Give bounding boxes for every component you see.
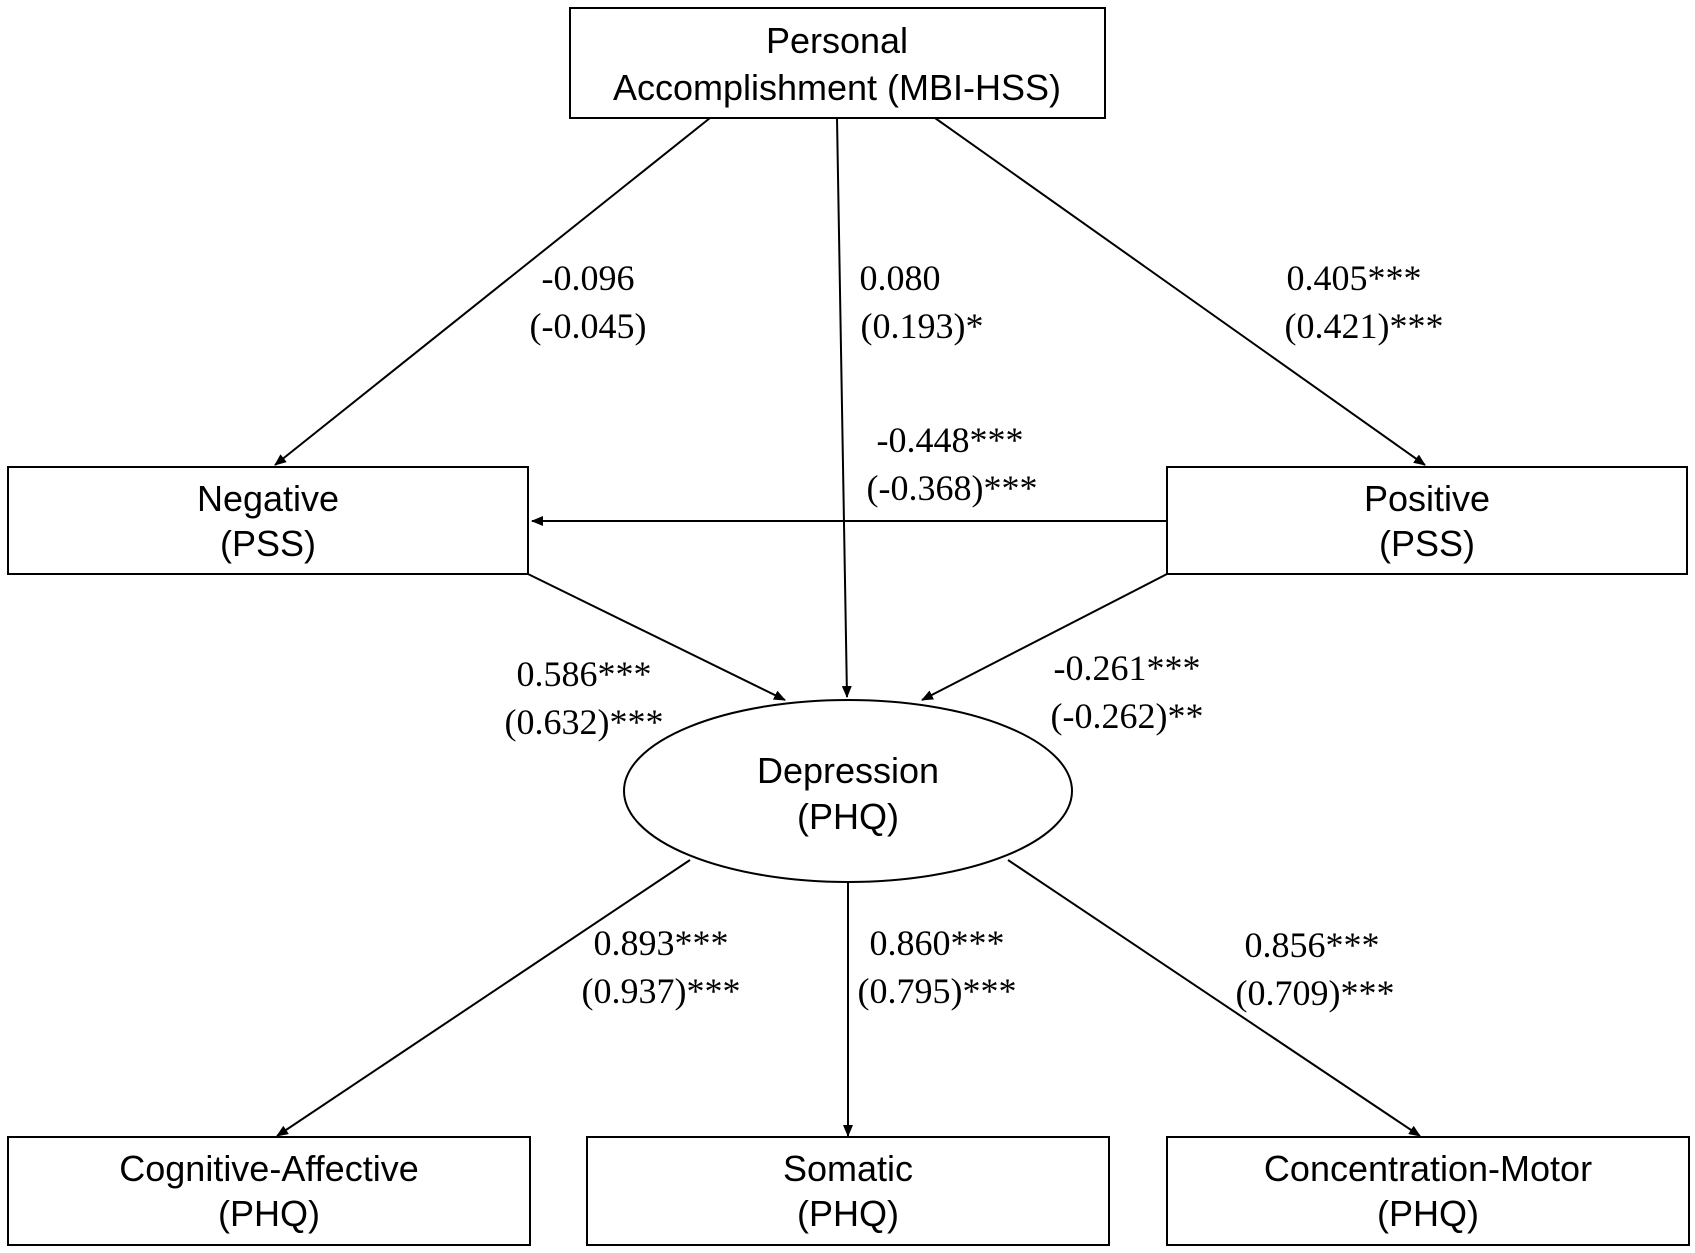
arrow-negative-to-depression bbox=[527, 573, 786, 701]
node-somatic: Somatic (PHQ) bbox=[586, 1136, 1110, 1246]
coef-line1: 0.860*** bbox=[870, 923, 1005, 963]
node-negative: Negative (PSS) bbox=[7, 466, 529, 575]
node-label-line2: (PHQ) bbox=[1377, 1193, 1479, 1234]
node-cognitive-affective: Cognitive-Affective (PHQ) bbox=[7, 1136, 531, 1246]
arrow-depression-to-concentration bbox=[1007, 859, 1421, 1137]
coef-line1: -0.448*** bbox=[877, 420, 1024, 460]
arrow-pa-to-negative bbox=[274, 117, 711, 466]
node-concentration-motor: Concentration-Motor (PHQ) bbox=[1166, 1136, 1690, 1246]
node-depression: Depression (PHQ) bbox=[623, 699, 1073, 883]
arrow-depression-to-cognitive bbox=[276, 859, 691, 1137]
coef-line1: 0.893*** bbox=[594, 923, 729, 963]
node-label-line1: Somatic bbox=[783, 1148, 913, 1189]
node-label-line1: Negative bbox=[197, 478, 339, 519]
coef-pa-to-depression: 0.080 (0.193)* bbox=[860, 258, 984, 346]
coef-line2: (-0.045) bbox=[530, 306, 647, 346]
coef-line2: (-0.368)*** bbox=[867, 468, 1038, 508]
node-label-line2: (PHQ) bbox=[218, 1193, 320, 1234]
node-label-line1: Positive bbox=[1364, 478, 1490, 519]
coef-depression-to-cognitive: 0.893*** (0.937)*** bbox=[582, 923, 741, 1011]
coef-line2: (-0.262)** bbox=[1051, 696, 1204, 736]
coef-line1: -0.096 bbox=[542, 258, 635, 298]
node-positive: Positive (PSS) bbox=[1166, 466, 1688, 575]
arrow-pa-to-depression bbox=[836, 117, 852, 698]
coef-line2: (0.193)* bbox=[861, 306, 984, 346]
arrow-pa-to-positive bbox=[934, 117, 1426, 466]
coef-depression-to-somatic: 0.860*** (0.795)*** bbox=[858, 923, 1017, 1011]
coef-positive-to-negative: -0.448*** (-0.368)*** bbox=[867, 420, 1038, 508]
node-label-line2: Accomplishment (MBI-HSS) bbox=[613, 67, 1061, 108]
coef-line2: (0.795)*** bbox=[858, 971, 1017, 1011]
coef-line1: 0.405*** bbox=[1287, 258, 1422, 298]
node-label-line1: Depression bbox=[757, 750, 939, 791]
coef-positive-to-depression: -0.261*** (-0.262)** bbox=[1051, 648, 1204, 736]
node-label-line1: Cognitive-Affective bbox=[119, 1148, 418, 1189]
coef-pa-to-negative: -0.096 (-0.045) bbox=[530, 258, 647, 346]
coef-line1: -0.261*** bbox=[1054, 648, 1201, 688]
coef-line2: (0.937)*** bbox=[582, 971, 741, 1011]
node-label-line2: (PSS) bbox=[220, 523, 316, 564]
coef-line1: 0.080 bbox=[860, 258, 941, 298]
coef-line2: (0.421)*** bbox=[1285, 306, 1444, 346]
coef-pa-to-positive: 0.405*** (0.421)*** bbox=[1285, 258, 1444, 346]
node-label-line1: Concentration-Motor bbox=[1264, 1148, 1592, 1189]
node-label-line2: (PSS) bbox=[1379, 523, 1475, 564]
coef-line2: (0.709)*** bbox=[1236, 973, 1395, 1013]
coef-line1: 0.856*** bbox=[1245, 925, 1380, 965]
arrow-positive-to-depression bbox=[921, 573, 1168, 701]
coef-depression-to-concentration: 0.856*** (0.709)*** bbox=[1236, 925, 1395, 1013]
coef-negative-to-depression: 0.586*** (0.632)*** bbox=[505, 654, 664, 742]
node-label-line2: (PHQ) bbox=[797, 1193, 899, 1234]
node-label-line2: (PHQ) bbox=[797, 796, 899, 837]
node-label-line1: Personal bbox=[766, 20, 908, 61]
node-personal-accomplishment: Personal Accomplishment (MBI-HSS) bbox=[569, 7, 1106, 119]
coef-line2: (0.632)*** bbox=[505, 702, 664, 742]
coef-line1: 0.586*** bbox=[517, 654, 652, 694]
edges bbox=[274, 117, 1426, 1137]
